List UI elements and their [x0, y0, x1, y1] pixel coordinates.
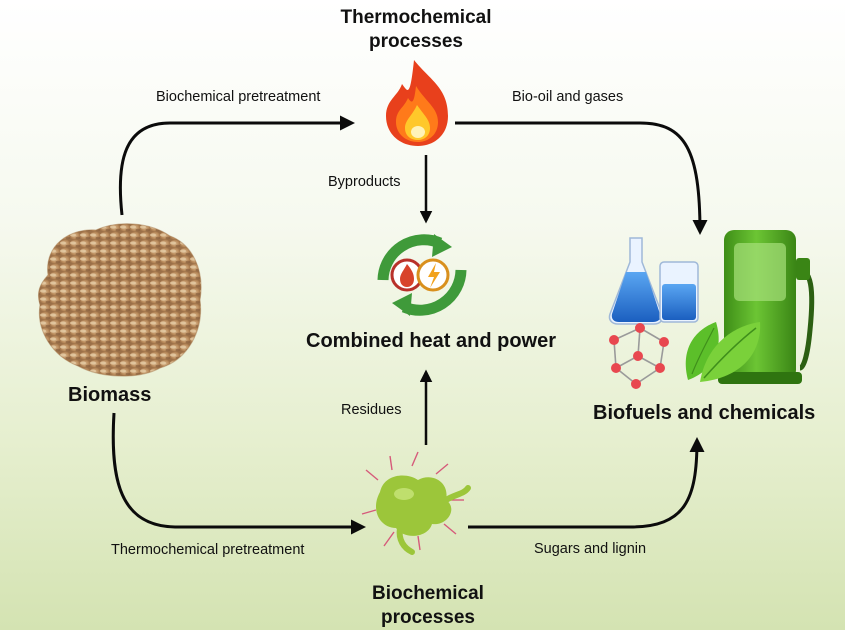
arrow-thermochemical-to-biofuels	[455, 121, 708, 235]
thermochemical-title-line1: Thermochemical	[340, 7, 492, 28]
edge-label-thermochemical-pretreatment: Thermochemical pretreatment	[111, 542, 305, 558]
biochemical-processes-title: Biochemical processes	[328, 582, 528, 630]
edge-label-biochemical-pretreatment: Biochemical pretreatment	[156, 89, 321, 105]
arrow-biomass-to-biochemical	[111, 412, 366, 535]
edge-label-residues: Residues	[341, 402, 402, 418]
chp-title: Combined heat and power	[306, 330, 557, 352]
thermochemical-title-line2: processes	[368, 31, 463, 52]
heat-power-cycle-icon	[377, 234, 467, 316]
biofuels-title: Biofuels and chemicals	[593, 402, 816, 424]
fuel-pump-flasks-leaves	[608, 230, 815, 389]
microbe-icon	[361, 451, 471, 555]
edge-label-byproducts: Byproducts	[328, 174, 401, 190]
wood-chips-pile	[37, 223, 202, 377]
biomass-title: Biomass	[68, 384, 152, 406]
arrow-biomass-to-thermochemical	[118, 115, 355, 216]
fire-icon	[386, 60, 448, 146]
edge-label-bio-oil-gases: Bio-oil and gases	[512, 89, 624, 105]
edge-label-sugars-lignin: Sugars and lignin	[534, 541, 647, 557]
arrow-biochemical-to-biofuels	[468, 437, 705, 529]
biochemical-title-line1: Biochemical	[372, 583, 484, 604]
thermochemical-processes-title: Thermochemical processes	[316, 6, 516, 54]
biochemical-title-line2: processes	[380, 607, 475, 628]
